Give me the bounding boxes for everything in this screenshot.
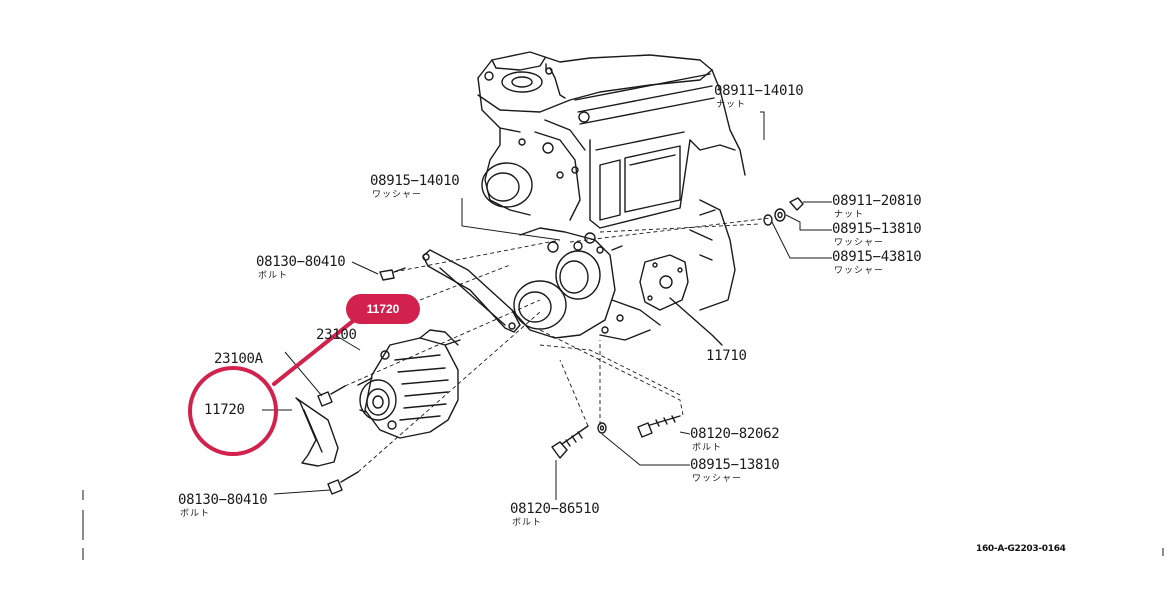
part-number-23100a: 23100A xyxy=(214,351,263,367)
part-description-washer: ワッシャー xyxy=(834,266,885,276)
nut-08911-20810 xyxy=(789,197,804,211)
part-number-08130-80410-bottom: 08130−80410 xyxy=(178,492,268,508)
highlight-annotation xyxy=(188,315,360,456)
figure-code: 160-A-G2203-0164 xyxy=(976,544,1066,554)
part-description-washer: ワッシャー xyxy=(692,474,743,484)
highlight-callout-badge[interactable]: 11720 xyxy=(346,294,420,324)
page-edge-marks xyxy=(82,490,1164,560)
washer-08915-13810-top xyxy=(774,208,786,222)
washer-08915-43810 xyxy=(763,214,773,226)
highlight-circle xyxy=(188,366,278,456)
bolt-08130-bottom xyxy=(327,471,359,495)
part-number-08915-14010: 08915−14010 xyxy=(370,173,460,189)
part-description-nut: ナット xyxy=(716,100,747,110)
part-description-bolt: ボルト xyxy=(512,518,543,528)
part-description-bolt: ボルト xyxy=(180,509,211,519)
part-number-11720: 11720 xyxy=(204,402,245,418)
v-belt-drawing xyxy=(295,397,339,467)
part-number-08915-13810-top: 08915−13810 xyxy=(832,221,922,237)
leader-lines xyxy=(262,111,832,500)
engine-block-drawing xyxy=(477,51,746,346)
part-description-washer: ワッシャー xyxy=(834,238,885,248)
dashed-assembly-lines xyxy=(344,217,771,473)
bolt-08120-82062 xyxy=(637,415,681,438)
part-description-nut: ナット xyxy=(834,210,865,220)
part-number-08120-82062: 08120−82062 xyxy=(690,426,780,442)
part-description-bolt: ボルト xyxy=(258,271,289,281)
part-description-bolt: ボルト xyxy=(692,443,723,453)
part-number-08915-43810: 08915−43810 xyxy=(832,249,922,265)
adjusting-bar-drawing xyxy=(422,249,521,333)
washer-08915-13810-bottom xyxy=(597,422,607,434)
part-number-08120-86510: 08120−86510 xyxy=(510,501,600,517)
bolt-08130-top xyxy=(379,267,406,281)
washer-08915-14010 xyxy=(573,241,583,251)
alternator-drawing xyxy=(357,329,461,439)
part-number-23100: 23100 xyxy=(316,327,357,343)
part-number-08911-14010: 08911−14010 xyxy=(714,83,804,99)
part-description-washer: ワッシャー xyxy=(372,190,423,200)
highlight-connector xyxy=(272,315,360,386)
part-number-08915-13810-bottom: 08915−13810 xyxy=(690,457,780,473)
part-number-11710: 11710 xyxy=(706,348,747,364)
bolt-08120-86510 xyxy=(551,425,589,459)
bolt-alternator-upper xyxy=(317,385,346,407)
part-number-08911-20810: 08911−20810 xyxy=(832,193,922,209)
part-number-08130-80410-top: 08130−80410 xyxy=(256,254,346,270)
